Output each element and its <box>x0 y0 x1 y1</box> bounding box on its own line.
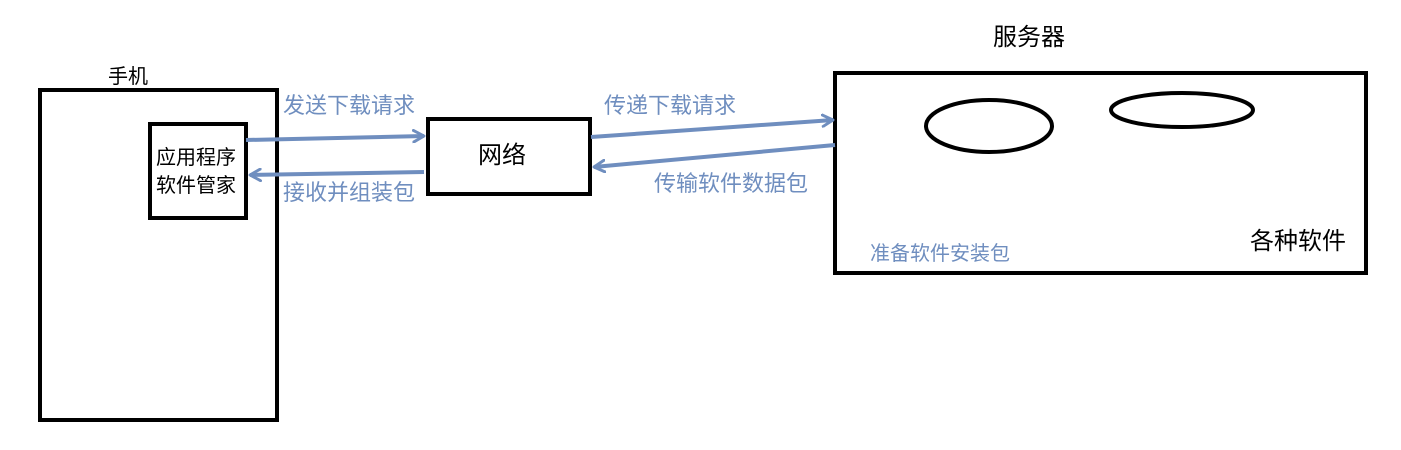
app-manager-box <box>148 122 248 220</box>
software-package-ellipse <box>924 98 1054 154</box>
software-package-ellipse <box>1109 91 1255 129</box>
server-box <box>833 71 1368 275</box>
software-label: 各种软件 <box>1250 227 1346 255</box>
network-box <box>426 117 592 196</box>
network-label: 网络 <box>478 141 526 169</box>
server-title: 服务器 <box>993 23 1065 51</box>
app-manager-label-line1: 应用程序 <box>156 145 236 169</box>
receive-assemble-label: 接收并组装包 <box>283 181 416 206</box>
transfer-package-label: 传输软件数据包 <box>654 172 809 197</box>
app-manager-label-line2: 软件管家 <box>156 173 236 197</box>
send-request-label: 发送下载请求 <box>283 94 416 119</box>
prepare-package-label: 准备软件安装包 <box>870 241 1010 265</box>
arrow-server-to-network <box>594 143 836 167</box>
phone-title: 手机 <box>108 64 148 88</box>
arrow-network-to-server <box>590 120 833 139</box>
arrow-network-to-phone <box>250 172 425 175</box>
forward-request-label: 传递下载请求 <box>604 94 737 119</box>
arrow-phone-to-network <box>245 136 424 140</box>
